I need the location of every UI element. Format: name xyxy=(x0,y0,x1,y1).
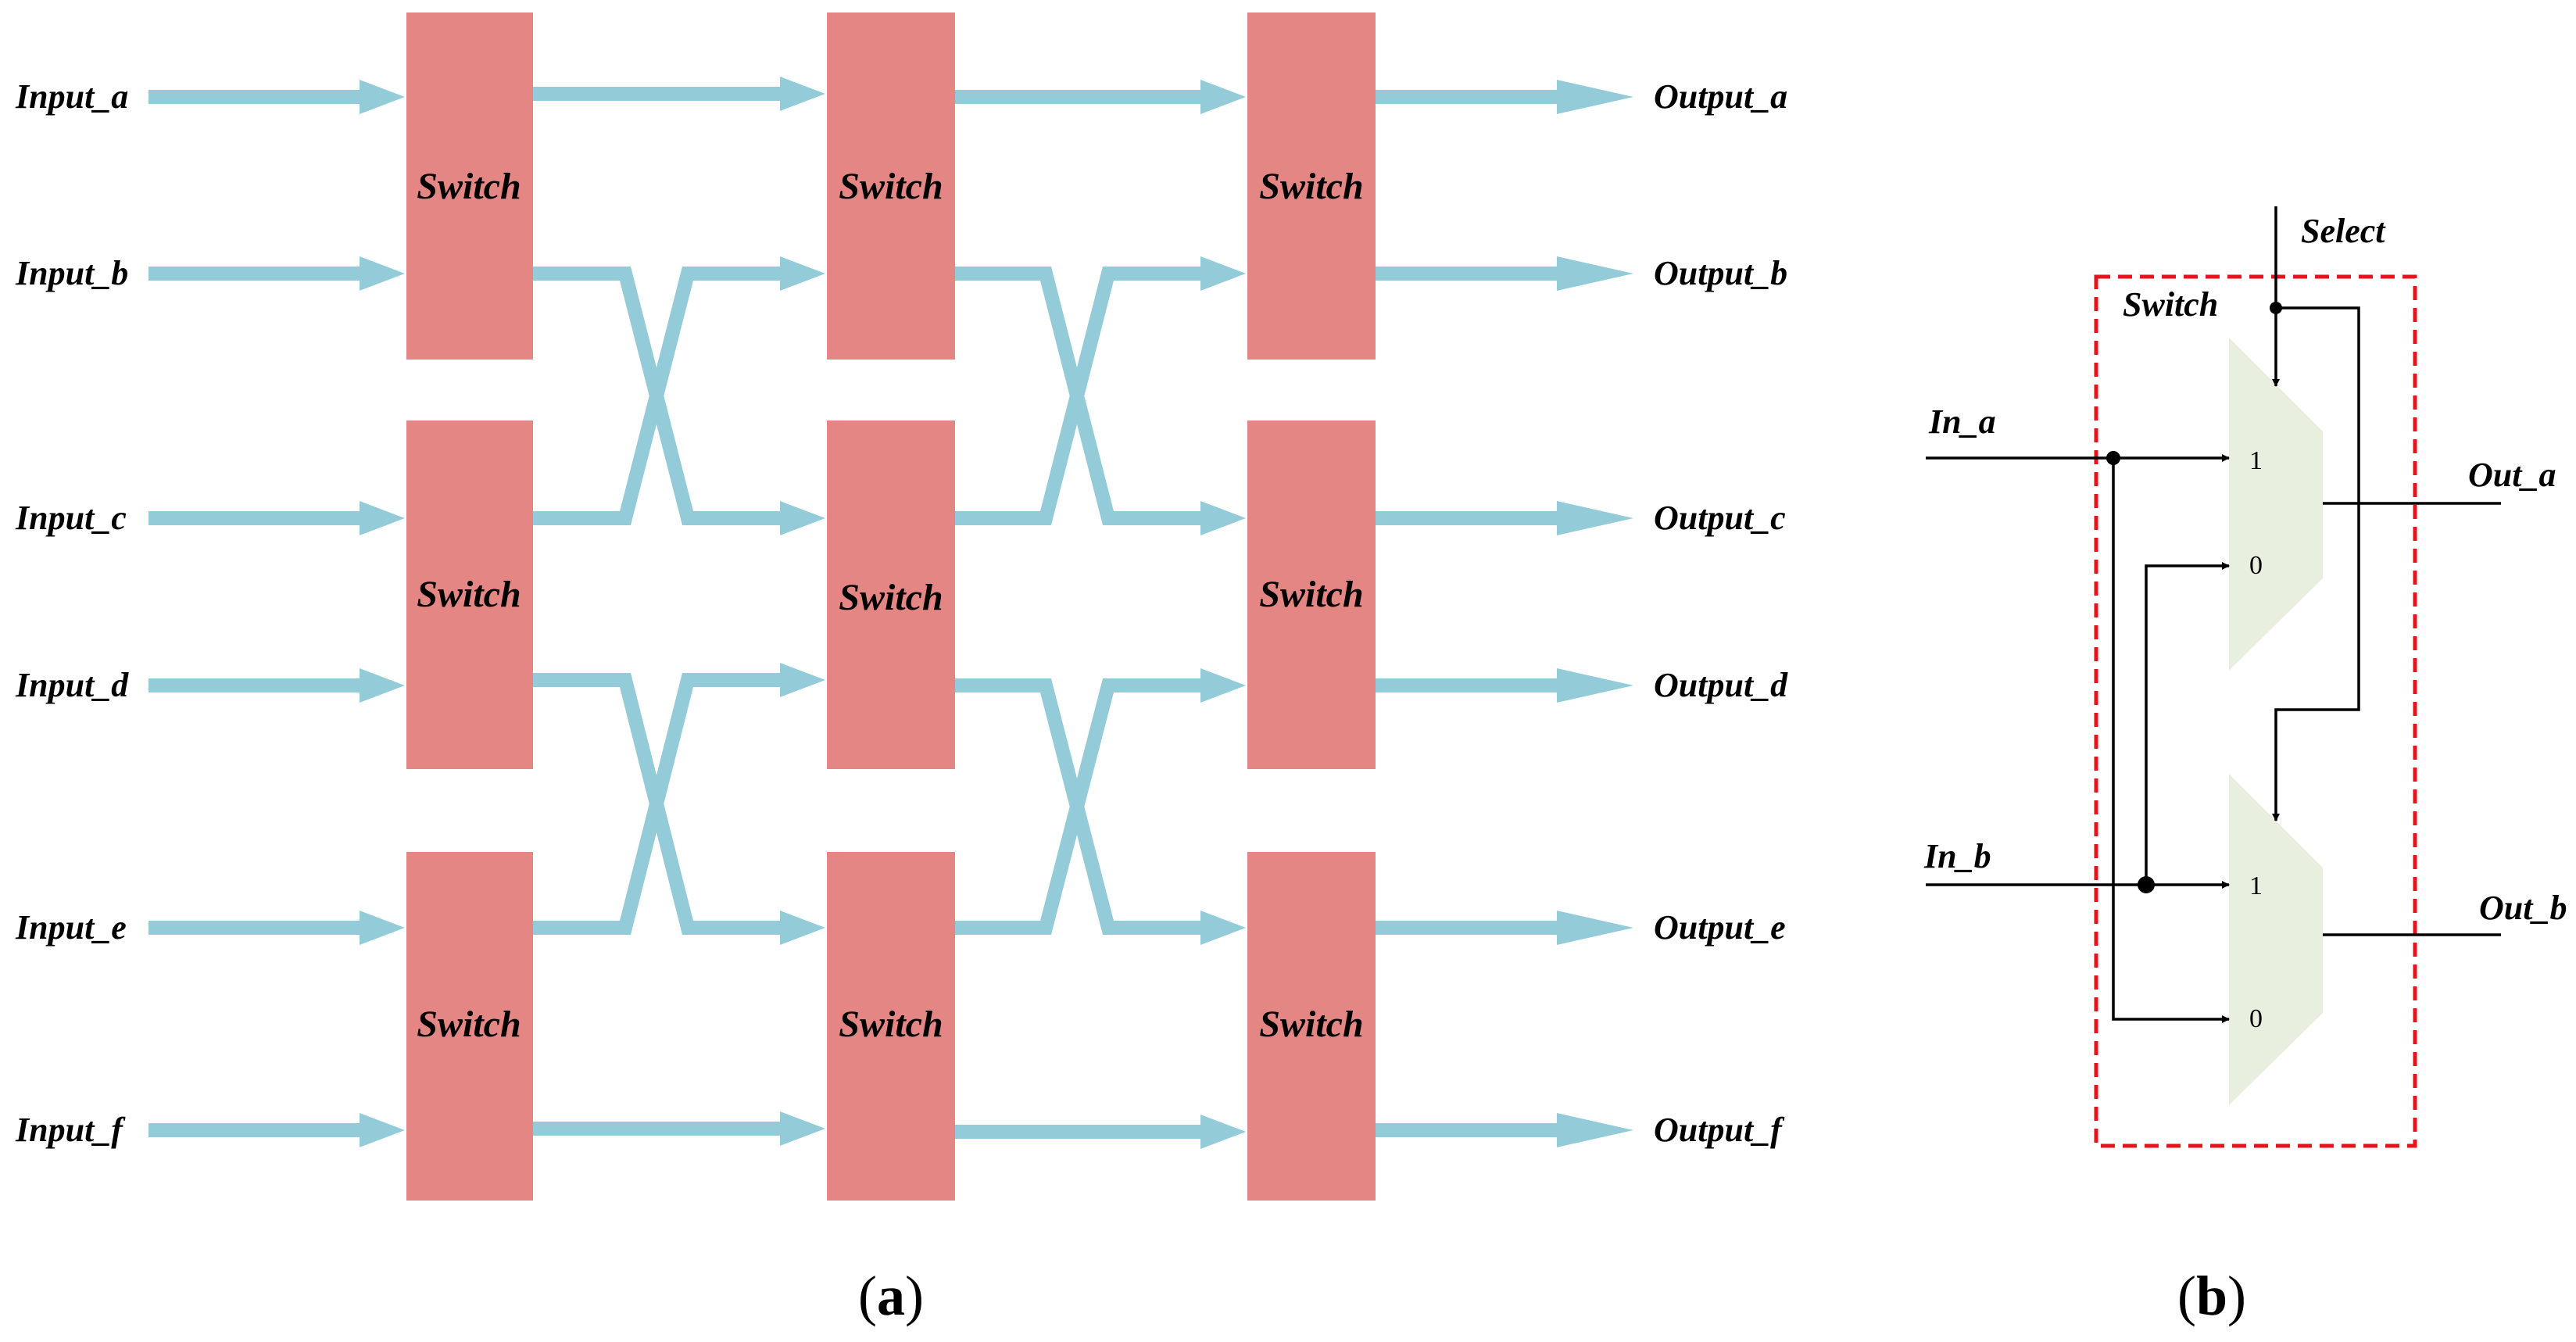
switch-block xyxy=(406,420,533,769)
switch-box-label: Switch xyxy=(2123,285,2218,324)
in-b-label: In_b xyxy=(1923,837,1991,875)
mux-top-input-1: 1 xyxy=(2249,446,2263,475)
arrowhead xyxy=(780,911,825,945)
input-label-c: Input_c xyxy=(15,499,127,537)
out-a-label: Out_a xyxy=(2468,456,2556,494)
switch-label: Switch xyxy=(839,166,943,207)
arrowhead xyxy=(780,77,825,111)
arrowhead xyxy=(1557,1113,1633,1147)
arrowhead xyxy=(360,1113,405,1147)
output-label-b: Output_b xyxy=(1654,254,1787,292)
arrowhead xyxy=(360,80,405,114)
input-label-b: Input_b xyxy=(15,254,128,292)
link-s1-c-to-b xyxy=(533,267,788,525)
input-label-e: Input_e xyxy=(15,908,127,947)
junction-dot xyxy=(2138,876,2155,893)
mux-top xyxy=(2229,338,2323,671)
output-label-d: Output_d xyxy=(1654,666,1788,704)
arrowhead xyxy=(360,501,405,535)
panel-a: Switch Switch Switch Switch Switch Switc… xyxy=(15,13,1788,1327)
switch-block xyxy=(1247,13,1376,360)
link-s2-e-to-d xyxy=(955,678,1208,935)
arrowhead xyxy=(1200,80,1246,114)
link-s1-e-to-d xyxy=(533,673,788,935)
switch-label: Switch xyxy=(417,166,521,207)
wires xyxy=(1926,206,2501,1023)
arrowhead xyxy=(360,911,405,945)
switch-block xyxy=(406,13,533,360)
arrowhead xyxy=(1557,668,1633,703)
arrowhead xyxy=(360,668,405,703)
arrowhead xyxy=(1557,80,1633,114)
caption-b: (b) xyxy=(2177,1265,2246,1327)
input-label-a: Input_a xyxy=(15,77,128,116)
output-label-a: Output_a xyxy=(1654,77,1787,116)
links xyxy=(148,87,1565,1139)
caption-a: (a) xyxy=(858,1265,924,1327)
switch-block xyxy=(827,852,955,1201)
arrowhead xyxy=(1200,1115,1246,1149)
output-labels: Output_a Output_b Output_c Output_d Outp… xyxy=(1654,77,1788,1149)
out-b-label: Out_b xyxy=(2479,889,2567,927)
output-label-e: Output_e xyxy=(1654,908,1786,947)
arrowhead xyxy=(1557,911,1633,945)
input-label-f: Input_f xyxy=(15,1111,126,1149)
mux-bottom xyxy=(2229,774,2323,1105)
select-label: Select xyxy=(2301,212,2386,250)
panel-b: Switch 1 0 1 0 Select In_ xyxy=(1923,206,2567,1327)
arrowhead xyxy=(360,256,405,291)
switch-label: Switch xyxy=(417,1004,521,1045)
link-arrowheads xyxy=(360,77,1633,1149)
wire-in-b-branch xyxy=(2145,562,2230,885)
switch-block xyxy=(1247,852,1376,1201)
arrowhead xyxy=(1200,911,1246,945)
input-label-d: Input_d xyxy=(15,666,129,704)
switch-label: Switch xyxy=(1259,1004,1363,1045)
switch-label: Switch xyxy=(1259,166,1363,207)
link-s2-c-to-b xyxy=(955,267,1208,525)
wire-in-a-branch xyxy=(2112,458,2230,1023)
arrowhead xyxy=(780,501,825,535)
switch-blocks xyxy=(406,13,1376,1201)
switch-dashed-box xyxy=(2094,274,2417,1148)
mux-top-input-0: 0 xyxy=(2249,551,2263,580)
switch-label: Switch xyxy=(839,577,943,618)
switch-label: Switch xyxy=(1259,574,1363,615)
arrowhead xyxy=(780,663,825,697)
mux-bottom-input-0: 0 xyxy=(2249,1004,2263,1033)
arrowhead xyxy=(780,256,825,291)
wire-select-branch xyxy=(2272,306,2360,821)
switch-labels: Switch Switch Switch Switch Switch Switc… xyxy=(417,166,1363,1045)
switch-label: Switch xyxy=(839,1004,943,1045)
mux-bottom-input-1: 1 xyxy=(2249,871,2263,900)
switch-block xyxy=(827,13,955,360)
arrowhead xyxy=(1557,256,1633,291)
switch-block xyxy=(406,852,533,1201)
in-a-label: In_a xyxy=(1928,403,1996,441)
switch-label: Switch xyxy=(417,574,521,615)
input-labels: Input_a Input_b Input_c Input_d Input_e … xyxy=(15,77,129,1149)
arrowhead xyxy=(1200,501,1246,535)
arrowhead xyxy=(780,1111,825,1146)
arrowhead xyxy=(1200,668,1246,703)
arrowhead xyxy=(1200,256,1246,291)
switch-block xyxy=(827,420,955,769)
junction-dot xyxy=(2270,302,2282,314)
output-label-f: Output_f xyxy=(1654,1111,1785,1149)
output-label-c: Output_c xyxy=(1654,499,1786,537)
junction-dot xyxy=(2106,451,2120,465)
arrowhead xyxy=(1557,501,1633,535)
switch-block xyxy=(1247,420,1376,769)
